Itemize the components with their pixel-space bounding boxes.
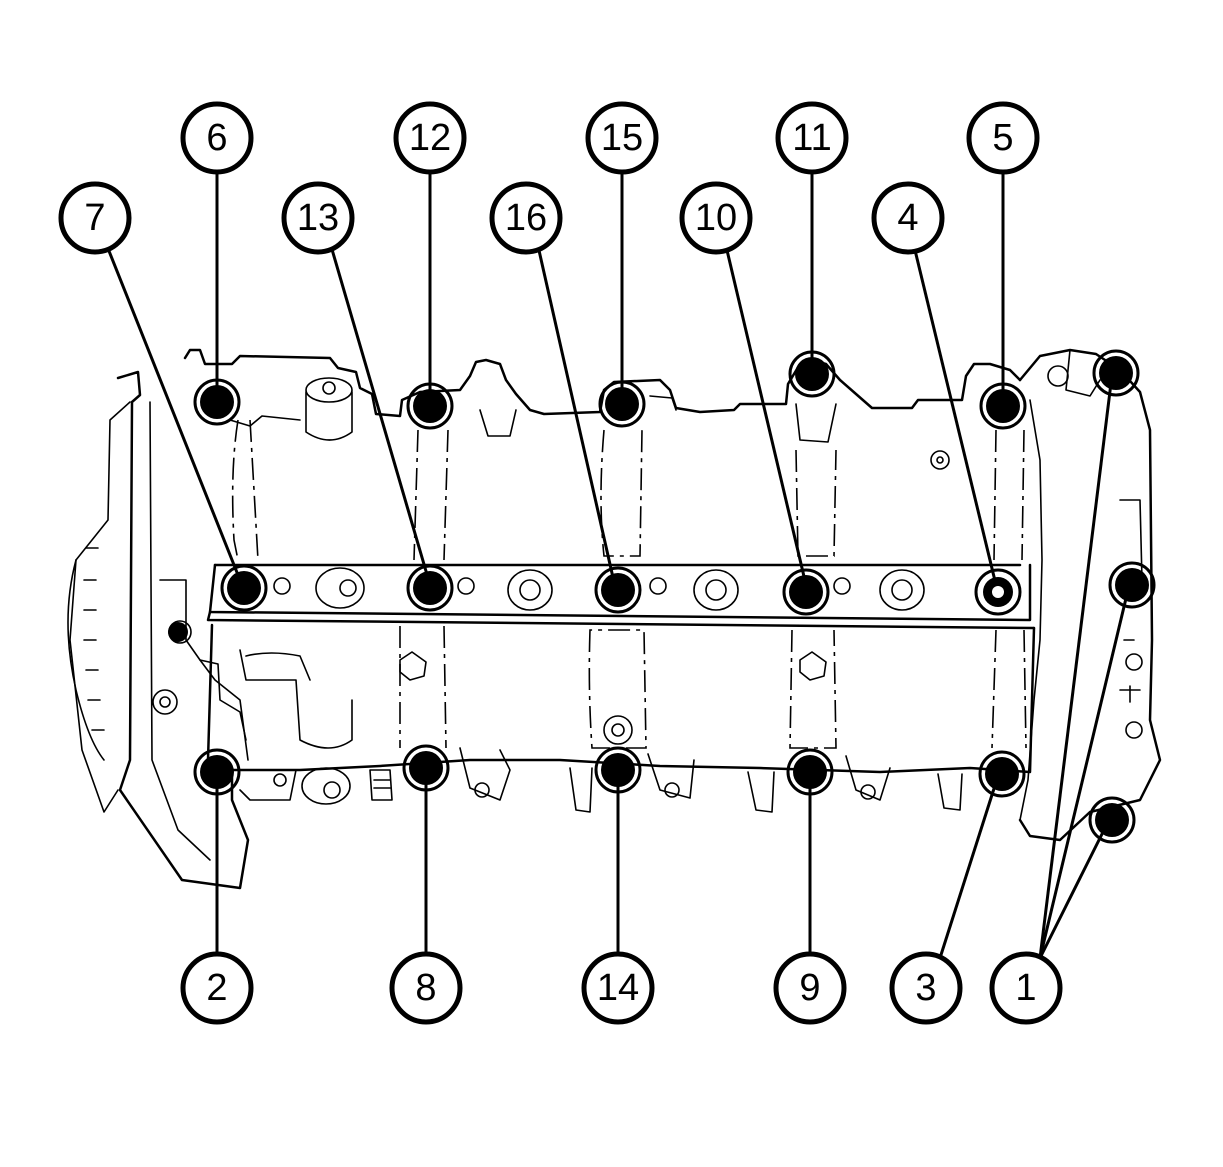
bolt-14 (594, 746, 642, 794)
phantom-lines (231, 419, 1027, 749)
bolt-8 (402, 744, 450, 792)
callout-15: 15 (585, 101, 659, 175)
callout-1: 1 (989, 951, 1063, 1025)
bolt-16 (594, 566, 642, 614)
bolt-13 (406, 564, 454, 612)
bolt-12 (406, 382, 454, 430)
bolt-9 (786, 748, 834, 796)
callout-4: 4 (871, 181, 945, 255)
callout-6: 6 (180, 101, 254, 175)
callout-13-label: 13 (297, 197, 339, 239)
callout-7-label: 7 (84, 197, 105, 239)
bolt-heads (168, 349, 1156, 844)
bolt-4 (974, 568, 1022, 616)
bolt-10 (782, 568, 830, 616)
bolt-15 (598, 380, 646, 428)
bolt-5 (979, 382, 1027, 430)
callout-16-label: 16 (505, 197, 547, 239)
callout-5: 5 (966, 101, 1040, 175)
callout-14: 14 (581, 951, 655, 1025)
callout-14-label: 14 (597, 967, 639, 1009)
bolt-1b (1108, 561, 1156, 609)
callout-12-label: 12 (409, 117, 451, 159)
callout-2: 2 (180, 951, 254, 1025)
callout-10: 10 (679, 181, 753, 255)
callout-10-label: 10 (695, 197, 737, 239)
callouts: 6 12 15 11 5 7 13 16 (58, 101, 1063, 1025)
callout-2-label: 2 (206, 967, 227, 1009)
bolt-3 (978, 750, 1026, 798)
callout-11-label: 11 (792, 117, 831, 159)
callout-5-label: 5 (992, 117, 1013, 159)
bolt-1c (1088, 796, 1136, 844)
callout-15-label: 15 (601, 117, 643, 159)
bolt-7 (220, 564, 268, 612)
callout-4-label: 4 (897, 197, 918, 239)
callout-13: 13 (281, 181, 355, 255)
callout-3: 3 (889, 951, 963, 1025)
callout-12: 12 (393, 101, 467, 175)
callout-6-label: 6 (206, 117, 227, 159)
leader-lines (105, 168, 1130, 959)
callout-8-label: 8 (415, 967, 436, 1009)
callout-7: 7 (58, 181, 132, 255)
callout-9: 9 (773, 951, 847, 1025)
bolt-1a (1092, 349, 1140, 397)
callout-9-label: 9 (799, 967, 820, 1009)
bolt-11 (788, 350, 836, 398)
callout-11: 11 (775, 101, 849, 175)
callout-3-label: 3 (915, 967, 936, 1009)
bolt-2 (193, 748, 241, 796)
callout-16: 16 (489, 181, 563, 255)
bolt-6 (193, 378, 241, 426)
aux-bolt (168, 622, 188, 642)
callout-8: 8 (389, 951, 463, 1025)
callout-1-label: 1 (1015, 967, 1036, 1009)
engine-line-art (67, 348, 1162, 890)
